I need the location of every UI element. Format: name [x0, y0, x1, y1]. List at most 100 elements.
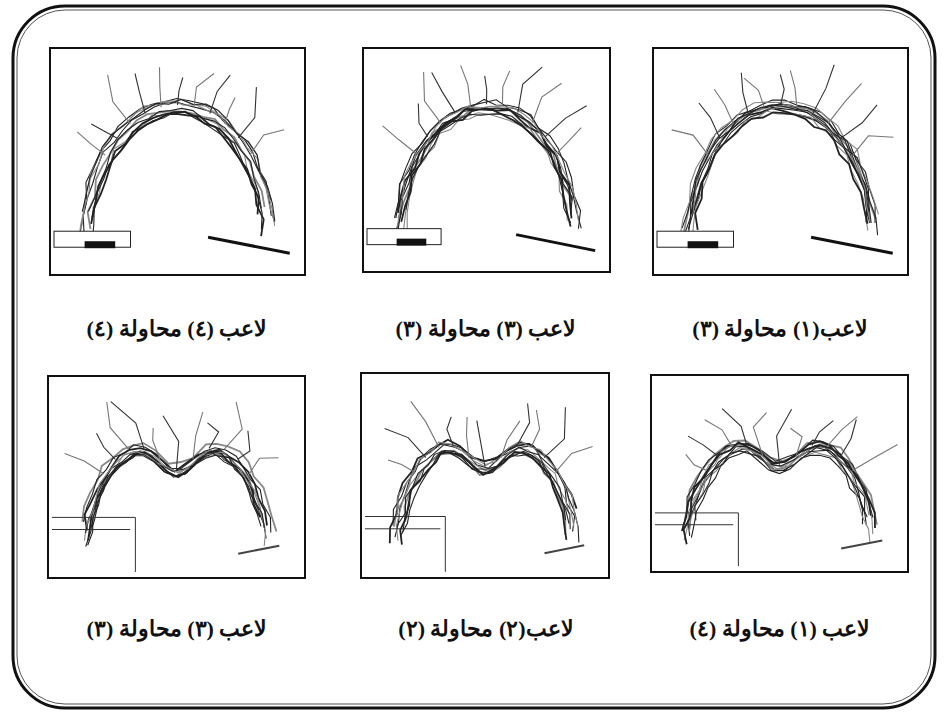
- limb-trace: [531, 410, 540, 447]
- landing-mark: [841, 540, 882, 548]
- limb-trace: [853, 136, 894, 155]
- landing-mark: [238, 546, 279, 554]
- body-trace: [397, 106, 578, 226]
- limb-trace: [502, 71, 509, 106]
- body-trace: [692, 105, 871, 223]
- trial-caption: لاعب(١) محاولة (٣): [689, 316, 870, 342]
- body-trace: [407, 114, 567, 229]
- body-trace: [680, 101, 879, 236]
- body-trace: [693, 105, 871, 223]
- body-trace: [82, 443, 276, 531]
- trial-caption: لاعب (١) محاولة (٤): [687, 616, 874, 642]
- body-trace: [688, 107, 869, 229]
- trace-panel: [361, 373, 609, 578]
- limb-trace: [250, 130, 284, 155]
- body-trace: [88, 111, 265, 229]
- limb-trace: [411, 401, 439, 447]
- body-trace: [85, 450, 263, 541]
- body-trace: [685, 104, 878, 235]
- body-trace: [695, 448, 865, 521]
- body-trace: [80, 99, 272, 236]
- limb-trace: [790, 428, 802, 456]
- body-trace: [85, 448, 268, 530]
- body-trace: [396, 108, 572, 230]
- limb-trace: [672, 130, 709, 155]
- trial-caption: لاعب (٣) محاولة (٣): [393, 316, 580, 342]
- limb-trace: [686, 454, 707, 470]
- body-trace: [396, 100, 582, 229]
- vault-box: [52, 517, 135, 572]
- limb-trace: [238, 431, 250, 460]
- limb-trace: [97, 433, 116, 459]
- limb-trace: [485, 76, 487, 104]
- trace-panel: [48, 376, 305, 578]
- body-trace: [90, 452, 265, 530]
- limb-trace: [385, 429, 426, 458]
- body-trace: [400, 452, 565, 536]
- limb-trace: [813, 65, 834, 114]
- trace-panel: [50, 48, 305, 275]
- body-trace: [83, 103, 271, 234]
- limb-trace: [722, 409, 747, 446]
- landing-mark: [545, 545, 585, 553]
- trial-caption: لاعب(٢) محاولة (٢): [395, 616, 576, 642]
- body-trace: [401, 109, 570, 227]
- box-base: [397, 239, 427, 246]
- outer-frame-inner: [17, 10, 931, 704]
- box-base: [688, 241, 719, 248]
- limb-trace: [432, 72, 456, 112]
- limb-trace: [424, 72, 441, 123]
- body-trace: [396, 448, 569, 541]
- limb-trace: [714, 89, 733, 124]
- limb-trace: [153, 428, 160, 460]
- limb-trace: [744, 78, 764, 107]
- trial-caption: لاعب (٤) محاولة (٤): [84, 316, 271, 342]
- limb-trace: [461, 65, 471, 106]
- limb-trace: [841, 105, 877, 138]
- limb-trace: [193, 412, 203, 459]
- body-trace: [406, 114, 571, 223]
- box-base: [85, 241, 116, 248]
- limb-trace: [224, 402, 242, 450]
- limb-trace: [108, 75, 131, 124]
- limb-trace: [812, 421, 833, 446]
- limb-trace: [777, 409, 792, 464]
- limb-trace: [383, 126, 417, 154]
- body-trace: [88, 455, 261, 545]
- landing-board: [208, 237, 290, 253]
- limb-trace: [699, 103, 720, 138]
- limb-trace: [208, 423, 219, 449]
- landing-board: [516, 235, 595, 251]
- limb-trace: [163, 416, 179, 468]
- limb-trace: [107, 402, 129, 449]
- body-trace: [692, 108, 867, 222]
- limb-trace: [557, 128, 582, 154]
- trace-panel: [651, 375, 908, 572]
- body-trace: [92, 114, 263, 236]
- trace-panel: [363, 48, 610, 272]
- vault-box: [54, 231, 131, 247]
- body-trace: [692, 111, 868, 239]
- limb-trace: [780, 75, 784, 106]
- limb-trace: [545, 106, 586, 137]
- limb-trace: [388, 460, 415, 472]
- limb-trace: [544, 407, 565, 457]
- vault-box: [365, 517, 445, 572]
- body-trace: [395, 99, 581, 228]
- body-trace: [684, 105, 876, 232]
- limb-trace: [753, 413, 766, 457]
- limb-trace: [77, 132, 105, 155]
- vault-box: [655, 513, 738, 566]
- limb-trace: [210, 75, 230, 113]
- body-trace: [695, 112, 867, 230]
- vault-box: [367, 229, 441, 245]
- limb-trace: [841, 420, 857, 457]
- limb-trace: [705, 420, 732, 447]
- body-trace: [91, 111, 260, 223]
- body-trace: [688, 104, 869, 236]
- limb-trace: [501, 421, 520, 458]
- limb-trace: [517, 404, 530, 447]
- limb-trace: [178, 78, 183, 106]
